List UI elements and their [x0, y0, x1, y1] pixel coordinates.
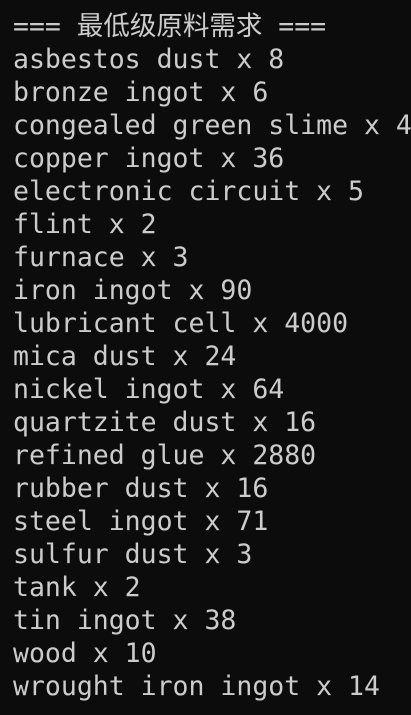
- output-line: sulfur dust x 3: [13, 539, 253, 570]
- output-line: bronze ingot x 6: [13, 77, 269, 108]
- output-header: === 最低级原料需求 ===: [13, 11, 327, 42]
- terminal-output: === 最低级原料需求 === asbestos dust x 8 bronze…: [13, 10, 411, 703]
- output-line: quartzite dust x 16: [13, 407, 317, 438]
- output-line: mica dust x 24: [13, 341, 237, 372]
- output-line: wood x 10: [13, 638, 157, 669]
- output-line: rubber dust x 16: [13, 473, 269, 504]
- output-line: copper ingot x 36: [13, 143, 285, 174]
- output-line: tin ingot x 38: [13, 605, 237, 636]
- output-line: asbestos dust x 8: [13, 44, 285, 75]
- output-line: flint x 2: [13, 209, 157, 240]
- output-line: refined glue x 2880: [13, 440, 317, 471]
- output-line: tank x 2: [13, 572, 141, 603]
- output-line: congealed green slime x 4: [13, 110, 411, 141]
- output-line: nickel ingot x 64: [13, 374, 285, 405]
- output-line: iron ingot x 90: [13, 275, 253, 306]
- output-line: steel ingot x 71: [13, 506, 269, 537]
- output-line: wrought iron ingot x 14: [13, 671, 380, 702]
- output-line: furnace x 3: [13, 242, 189, 273]
- output-line: lubricant cell x 4000: [13, 308, 349, 339]
- output-line: electronic circuit x 5: [13, 176, 364, 207]
